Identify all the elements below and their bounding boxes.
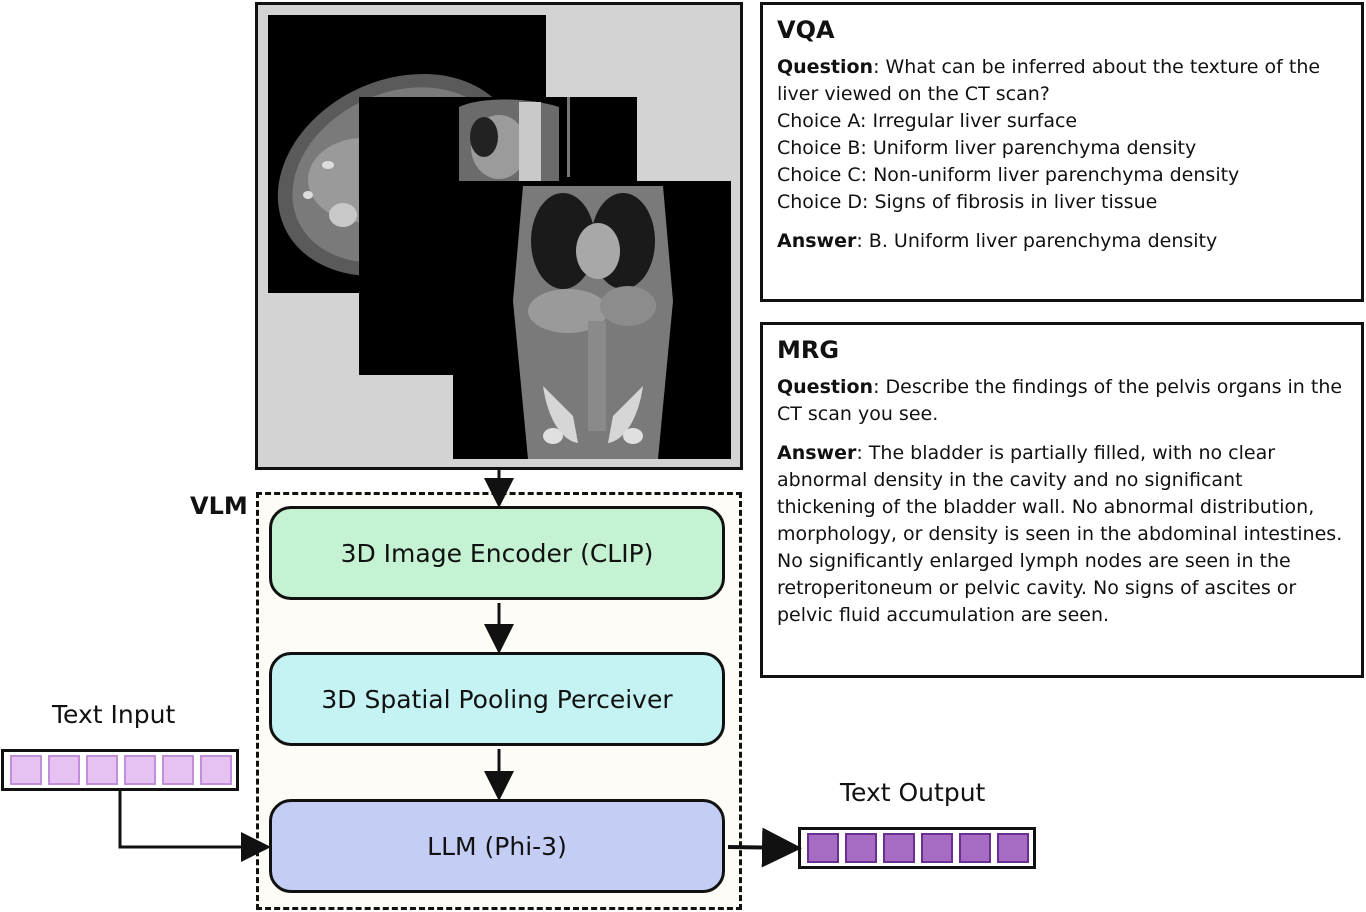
vqa-question: Question: What can be inferred about the… — [777, 54, 1347, 108]
vqa-box: VQA Question: What can be inferred about… — [760, 2, 1364, 302]
vqa-answer-text: : B. Uniform liver parenchyma density — [856, 230, 1218, 252]
vlm-label: VLM — [190, 492, 248, 520]
spatial-pooling-perceiver-block: 3D Spatial Pooling Perceiver — [269, 652, 725, 746]
output-token — [959, 833, 991, 863]
output-token — [883, 833, 915, 863]
input-token — [10, 755, 42, 785]
text-output-tokens — [798, 827, 1036, 869]
mrg-box: MRG Question: Describe the findings of t… — [760, 322, 1364, 678]
output-token — [807, 833, 839, 863]
arrow-input-to-llm — [118, 791, 271, 862]
input-token — [48, 755, 80, 785]
vqa-choice: Choice A: Irregular liver surface — [777, 110, 1078, 132]
mrg-question-label: Question — [777, 376, 874, 398]
output-token — [921, 833, 953, 863]
vqa-choice: Choice D: Signs of fibrosis in liver tis… — [777, 191, 1158, 213]
output-token — [997, 833, 1029, 863]
mrg-answer: Answer: The bladder is partially filled,… — [777, 440, 1347, 629]
arrow-llm-to-output — [727, 827, 802, 868]
input-token — [86, 755, 118, 785]
text-input-tokens — [1, 749, 239, 791]
vqa-question-label: Question — [777, 56, 874, 78]
text-input-label: Text Input — [52, 700, 176, 729]
ct-coronal-slice — [453, 181, 731, 459]
mrg-question-text: : Describe the findings of the pelvis or… — [777, 376, 1343, 425]
vqa-title: VQA — [777, 16, 835, 44]
text-output-label: Text Output — [840, 778, 986, 807]
mrg-title: MRG — [777, 336, 840, 364]
input-token — [124, 755, 156, 785]
image-encoder-block: 3D Image Encoder (CLIP) — [269, 506, 725, 600]
input-token — [162, 755, 194, 785]
vqa-answer-label: Answer — [777, 230, 857, 252]
vqa-choice: Choice C: Non-uniform liver parenchyma d… — [777, 164, 1240, 186]
input-token — [200, 755, 232, 785]
vqa-choice: Choice B: Uniform liver parenchyma densi… — [777, 137, 1197, 159]
mrg-answer-text: : The bladder is partially filled, with … — [777, 442, 1343, 626]
vqa-question-text: : What can be inferred about the texture… — [777, 56, 1321, 105]
ct-scan-panel — [255, 2, 743, 470]
mrg-answer-label: Answer — [777, 442, 857, 464]
vqa-answer: Answer: B. Uniform liver parenchyma dens… — [777, 228, 1347, 255]
mrg-question: Question: Describe the findings of the p… — [777, 374, 1347, 428]
output-token — [845, 833, 877, 863]
